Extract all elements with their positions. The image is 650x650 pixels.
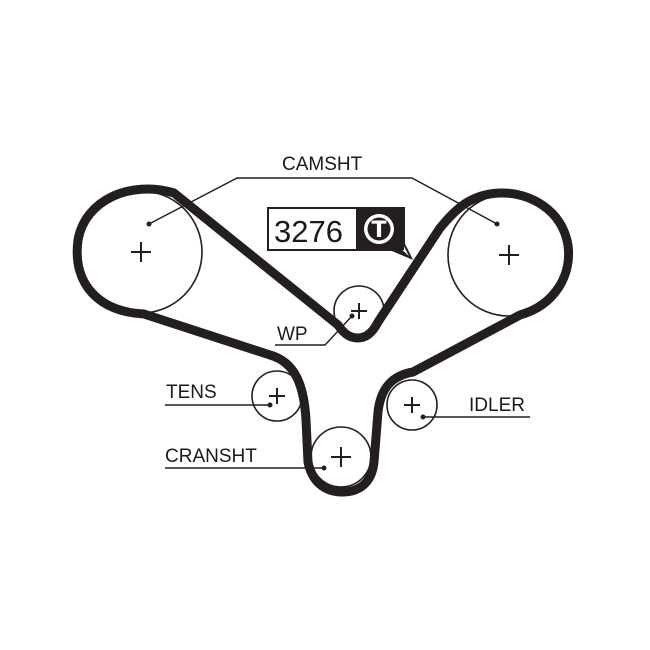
center-plus-icon: [331, 447, 351, 467]
timing-belt: [72, 184, 574, 497]
tensioner-pulley: [251, 370, 303, 422]
camshaft-leader-line: [148, 177, 498, 225]
water-pump-leader-line: [275, 315, 353, 346]
camshaft-pulley-left: [79, 190, 203, 314]
part-code-tag: 3276 T: [267, 207, 414, 260]
water-pump-label: WP: [277, 324, 308, 345]
idler-label: IDLER: [469, 395, 525, 416]
idler-pulley: [386, 379, 438, 431]
camshaft-pulley-right: [447, 193, 571, 317]
water-pump-pulley: [333, 285, 385, 337]
tensioner-label: TENS: [166, 382, 217, 403]
badge-letter: T: [371, 218, 386, 243]
part-code: 3276: [274, 214, 343, 249]
crankshaft-pulley: [310, 426, 372, 488]
center-plus-icon: [499, 245, 519, 265]
crankshaft-label: CRANSHT: [165, 446, 257, 467]
center-plus-icon: [269, 388, 285, 404]
center-plus-icon: [404, 397, 420, 413]
center-plus-icon: [351, 303, 367, 319]
camshaft-label: CAMSHT: [282, 154, 363, 175]
center-plus-icon: [131, 242, 151, 262]
